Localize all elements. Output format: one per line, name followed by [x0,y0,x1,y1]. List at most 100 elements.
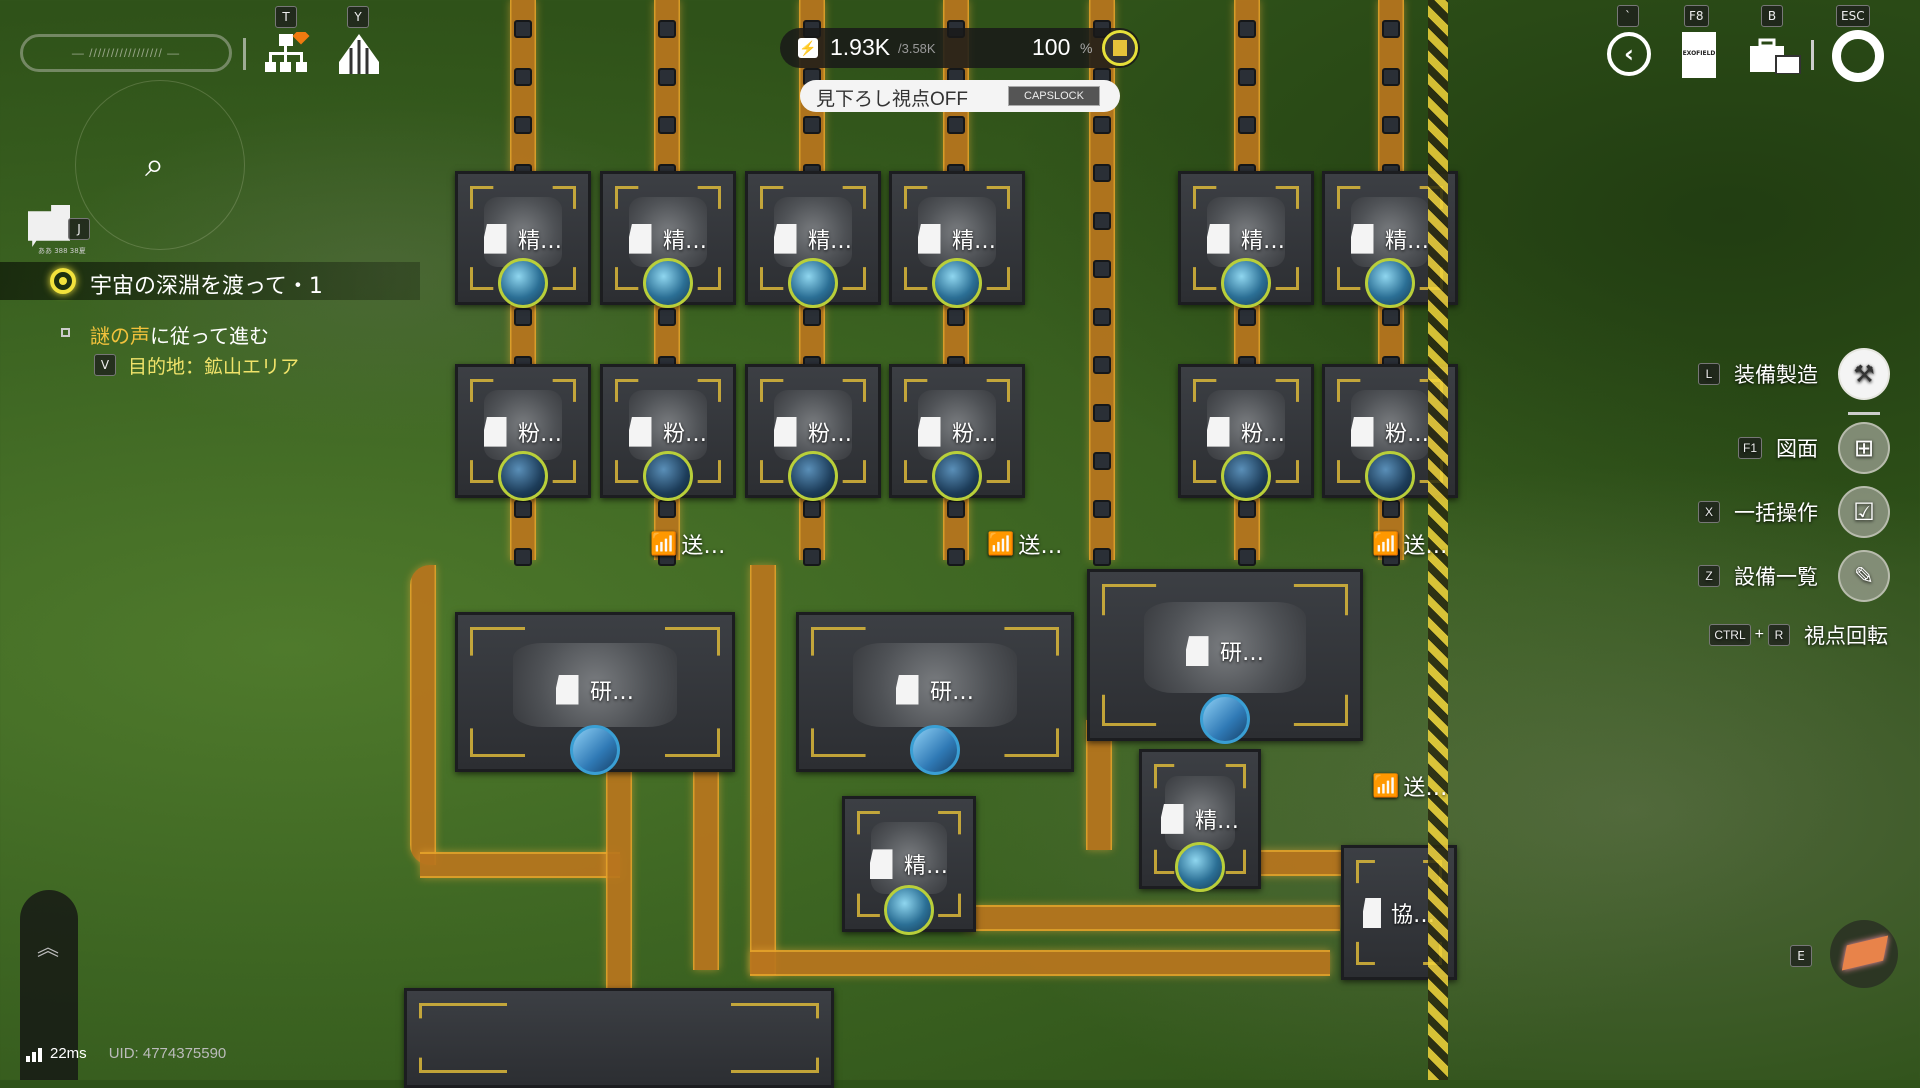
quest-title-bar[interactable]: 宇宙の深淵を渡って・1 [0,262,420,300]
view-toggle[interactable]: 見下ろし視点OFF CAPSLOCK [800,80,1120,112]
relay-tower[interactable]: 📶送… [1372,770,1447,802]
item-on-belt [1382,68,1400,86]
inventory-button[interactable] [1750,38,1802,75]
building-label: 精… [951,228,996,254]
back-button[interactable]: ‹ [1607,32,1651,76]
item-on-belt [947,500,965,518]
grinder-unit[interactable]: 粉… [1178,364,1314,501]
key-hint: Z [1698,565,1720,587]
antenna-icon: 📶 [650,531,678,557]
view-toggle-label: 見下ろし視点OFF [816,89,968,110]
battery-icon[interactable] [1102,30,1138,66]
item-on-belt [1382,20,1400,38]
key-hint-t: T [275,6,297,28]
item-on-belt [658,68,676,86]
output-item-icon [643,258,693,308]
building-label: 送… [1403,776,1448,801]
grinder-unit[interactable]: 粉… [745,364,881,501]
journal-icon[interactable] [28,205,70,247]
relay-tower[interactable]: 📶送… [1372,528,1447,560]
item-on-belt [1093,548,1111,566]
antenna-icon: 📶 [1372,773,1400,799]
conveyor-belt[interactable] [965,905,1340,931]
refinery-unit[interactable]: 精… [745,171,881,308]
grinder-unit[interactable]: 粉… [455,364,591,501]
build-mode-button[interactable] [1830,920,1898,988]
map-search-icon[interactable]: ⌕ [145,145,165,185]
key-hint: L [1698,363,1720,385]
region-name-bar: — ///////////////// — [20,34,232,72]
tech-tree-button[interactable] [265,27,310,76]
refinery-unit[interactable]: 精… [1139,749,1261,892]
output-item-icon [932,258,982,308]
tools-icon[interactable]: ✎ [1838,550,1890,602]
uid: UID: 4774375590 [108,1045,227,1062]
research-unit-icon [895,674,919,705]
conveyor-belt[interactable] [750,950,1330,976]
percent-unit: % [1080,40,1093,56]
item-on-belt [1093,116,1111,134]
item-on-belt [658,548,676,566]
grinder-unit[interactable]: 粉… [889,364,1025,501]
grinder-unit-icon [917,416,941,447]
conveyor-belt[interactable] [606,770,632,990]
building-label: 精… [903,854,948,880]
building-label: 精… [517,228,562,254]
item-on-belt [1238,500,1256,518]
key-hint: F1 [1737,437,1762,459]
refinery-unit[interactable]: 精… [889,171,1025,308]
item-on-belt [1382,116,1400,134]
conveyor-belt[interactable] [1086,720,1112,850]
key-hint-backtick: ` [1617,5,1639,27]
research-unit[interactable]: 研… [796,612,1074,775]
item-on-belt [514,116,532,134]
factory-tech-button[interactable] [335,34,383,76]
status-bar: 22ms UID: 4774375590 [26,1045,226,1062]
research-unit[interactable]: 研… [1087,569,1363,744]
clipboard-button[interactable]: EXOFIELD [1682,32,1716,78]
grinder-unit-icon [483,416,507,447]
settings-button[interactable] [1832,30,1884,82]
output-item-icon [788,451,838,501]
refinery-unit[interactable]: 精… [455,171,591,308]
output-item-icon [1365,258,1415,308]
equipment-craft-icon[interactable]: ⚒ [1838,348,1890,400]
refinery-unit[interactable]: 精… [600,171,736,308]
refinery-unit-icon [1350,223,1374,254]
key-hint-capslock: CAPSLOCK [1008,86,1100,106]
minimap[interactable] [75,80,245,250]
blueprint-add-icon[interactable]: ⊞ [1838,422,1890,474]
item-on-belt [803,500,821,518]
divider [243,38,246,70]
refinery-unit[interactable]: 精… [1178,171,1314,308]
power-bar: ⚡ 1.93K /3.58K 100 % [780,28,1140,68]
building-label: 送… [1018,534,1063,559]
core-base[interactable] [404,988,834,1088]
refinery-unit-icon [1160,803,1184,834]
conveyor-belt[interactable] [420,852,620,878]
rotate-label: 視点回転 [1804,625,1888,648]
clipboard-icon: EXOFIELD [1682,50,1716,57]
grinder-unit-icon [1350,416,1374,447]
conveyor-belt[interactable] [1255,850,1345,876]
building-label: 粉… [1240,421,1285,447]
conveyor-belt[interactable] [750,565,776,975]
output-item-icon [932,451,982,501]
refinery-unit[interactable]: 精… [842,796,976,935]
conveyor-belt[interactable] [693,770,719,970]
output-item-icon [1200,694,1250,744]
grinder-unit[interactable]: 粉… [600,364,736,501]
item-on-belt [1238,116,1256,134]
relay-tower[interactable]: 📶送… [987,528,1062,560]
batch-check-icon[interactable]: ☑ [1838,486,1890,538]
key-hint-f8: F8 [1684,5,1709,27]
expand-panel[interactable]: ︽ [20,890,78,1080]
item-on-belt [1238,308,1256,326]
conveyor-belt[interactable] [410,565,436,865]
relay-tower[interactable]: 📶送… [650,528,725,560]
research-unit[interactable]: 研… [455,612,735,775]
